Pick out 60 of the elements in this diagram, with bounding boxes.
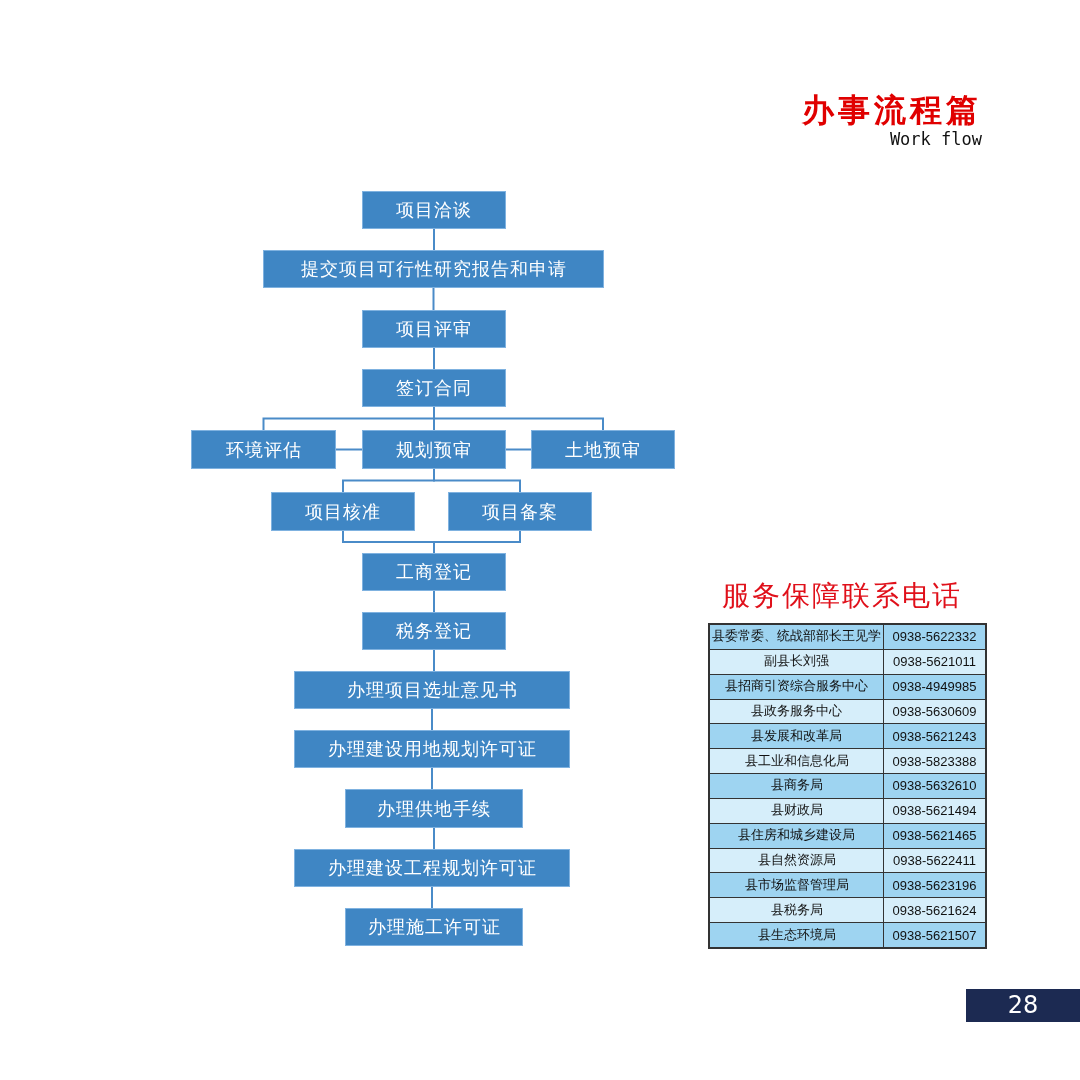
- phone-number-cell: 0938-5621011: [883, 649, 986, 675]
- phone-number-cell: 0938-5623196: [883, 872, 986, 898]
- contact-name-cell: 县住房和城乡建设局: [709, 823, 884, 849]
- connector-line: [433, 649, 435, 672]
- process-box: 办理建设用地规划许可证: [294, 730, 570, 768]
- connector-line: [433, 347, 435, 370]
- phone-number-cell: 0938-5622332: [883, 624, 986, 650]
- contact-name-cell: 县市场监督管理局: [709, 872, 884, 898]
- process-box: 签订合同: [362, 369, 506, 407]
- page-title: 办事流程篇: [802, 90, 982, 130]
- process-box: 工商登记: [362, 553, 506, 591]
- process-box: 办理建设工程规划许可证: [294, 849, 570, 887]
- process-box: 项目核准: [271, 492, 415, 531]
- phone-number-cell: 0938-4949985: [883, 674, 986, 700]
- phone-number-cell: 0938-5621507: [883, 922, 986, 948]
- contact-name-cell: 县财政局: [709, 798, 884, 824]
- table-heading: 服务保障联系电话: [722, 578, 962, 614]
- connector-line: [433, 228, 435, 251]
- process-box: 项目评审: [362, 310, 506, 348]
- process-box: 土地预审: [531, 430, 675, 469]
- connector-line: [431, 708, 433, 731]
- phone-number-cell: 0938-5630609: [883, 699, 986, 724]
- connector-line: [433, 590, 435, 613]
- phone-number-cell: 0938-5621624: [883, 897, 986, 923]
- contact-name-cell: 副县长刘强: [709, 649, 884, 675]
- process-box: 办理供地手续: [345, 789, 523, 828]
- connector-line: [335, 448, 363, 451]
- phone-number-cell: 0938-5621494: [883, 798, 986, 824]
- connector-line: [431, 886, 433, 909]
- contact-name-cell: 县税务局: [709, 897, 884, 923]
- phone-number-cell: 0938-5632610: [883, 773, 986, 799]
- connector-line: [433, 468, 521, 493]
- page-subtitle: Work flow: [889, 128, 982, 150]
- page-number: 28: [966, 989, 1080, 1022]
- contact-name-cell: 县自然资源局: [709, 848, 884, 873]
- connector-line: [433, 827, 435, 850]
- contact-name-cell: 县生态环境局: [709, 922, 884, 948]
- process-box: 项目备案: [448, 492, 592, 531]
- phone-number-cell: 0938-5622411: [883, 848, 986, 873]
- process-box: 办理施工许可证: [345, 908, 523, 946]
- phone-number-cell: 0938-5823388: [883, 748, 986, 774]
- process-box: 税务登记: [362, 612, 506, 650]
- connector-line: [431, 767, 433, 790]
- contact-name-cell: 县委常委、统战部部长王见学: [709, 624, 884, 650]
- connector-line: [505, 448, 532, 451]
- process-box: 提交项目可行性研究报告和申请: [263, 250, 604, 288]
- phone-number-cell: 0938-5621465: [883, 823, 986, 849]
- contact-name-cell: 县政务服务中心: [709, 699, 884, 724]
- connector-line: [432, 287, 435, 311]
- process-box: 环境评估: [191, 430, 336, 469]
- contact-name-cell: 县招商引资综合服务中心: [709, 674, 884, 700]
- contact-name-cell: 县工业和信息化局: [709, 748, 884, 774]
- connector-line: [433, 530, 521, 554]
- phone-number-cell: 0938-5621243: [883, 723, 986, 749]
- process-box: 办理项目选址意见书: [294, 671, 570, 709]
- connector-line: [433, 406, 604, 431]
- process-box: 规划预审: [362, 430, 506, 469]
- contact-name-cell: 县发展和改革局: [709, 723, 884, 749]
- process-box: 项目洽谈: [362, 191, 506, 229]
- contact-name-cell: 县商务局: [709, 773, 884, 799]
